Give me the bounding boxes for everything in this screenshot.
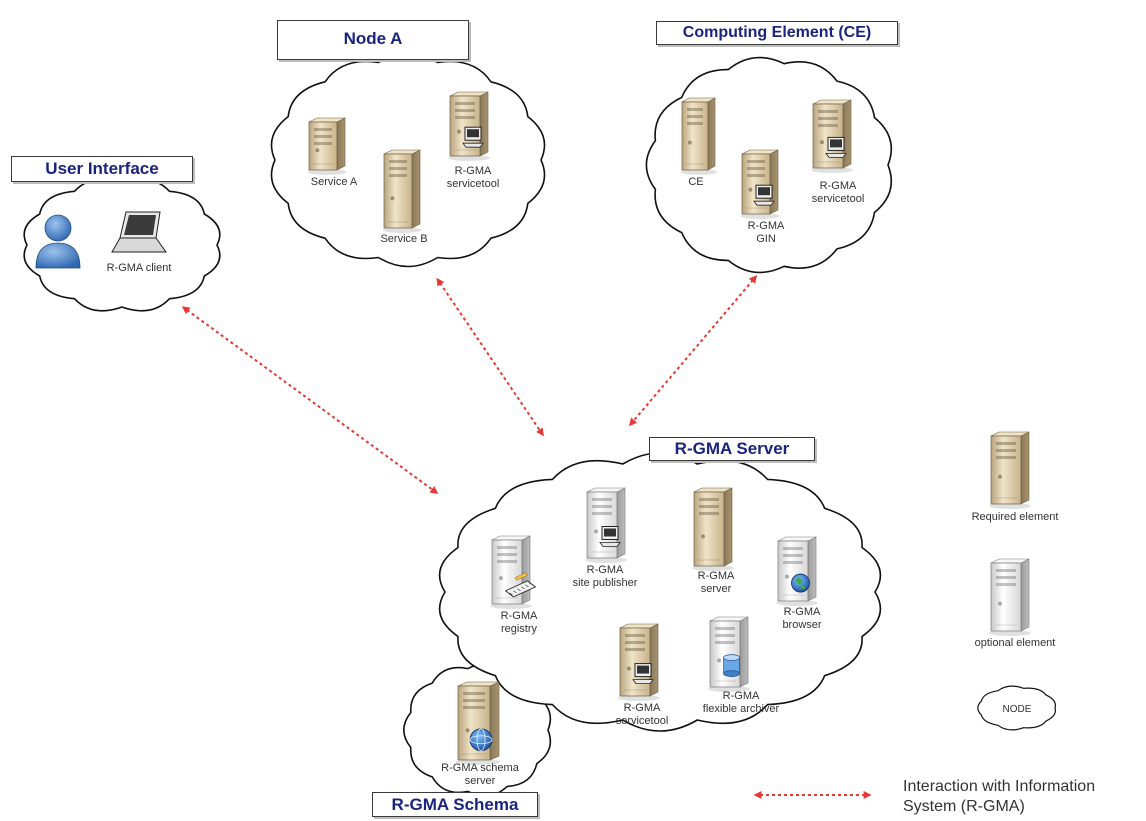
monitor-icon: [462, 126, 484, 148]
legend-optional-server-icon: [989, 558, 1031, 636]
arrows-layer: [181, 275, 872, 799]
caption-ce-servicetool: R-GMA servicetool: [811, 180, 865, 205]
caption-rgma-site-publisher: R-GMA site publisher: [572, 564, 638, 589]
monitor-icon: [753, 184, 775, 206]
arrow-ui-to-server: [181, 306, 439, 494]
caption-rgma-schema-server: R-GMA schema server: [441, 762, 519, 787]
monitor-icon: [599, 526, 621, 547]
caption-rgma-registry: R-GMA registry: [500, 610, 538, 635]
arrow-node-a-to-server: [436, 277, 544, 437]
monitor-icon: [632, 663, 654, 684]
caption-rgma-client: R-GMA client: [106, 262, 172, 274]
server-service-b: [382, 149, 422, 233]
legend-optional-label: optional element: [974, 637, 1056, 649]
caption-rgma-gin: R-GMA GIN: [747, 220, 785, 245]
legend-required-server-icon: [989, 431, 1031, 509]
legend-node-cloud: [977, 685, 1056, 731]
server-rgma-flexible-archiver: [708, 616, 750, 692]
caption-rgma-servicetool: R-GMA servicetool: [615, 702, 669, 727]
caption-rgma-flexible-archiver: R-GMA flexible archiver: [702, 690, 780, 715]
server-rgma-schema-server: [455, 681, 501, 765]
database-icon: [723, 654, 740, 677]
registry-badge-icon: [504, 572, 537, 598]
server-rgma-site-publisher: [585, 487, 627, 563]
caption-rgma-server: R-GMA server: [697, 570, 735, 595]
caption-service-a: Service A: [310, 176, 358, 188]
server-service-a: [307, 117, 347, 175]
server-rgma-servicetool: [618, 623, 660, 701]
caption-ce: CE: [688, 176, 704, 188]
schema-globe-icon: [469, 728, 493, 752]
server-rgma-browser: [776, 536, 818, 606]
user-icon: [35, 214, 81, 269]
globe-icon: [791, 573, 810, 593]
monitor-icon: [825, 136, 847, 158]
cloud-rgma-server: [438, 452, 882, 732]
server-ce-servicetool: [811, 99, 853, 173]
node-title-user-interface: User Interface: [11, 156, 193, 182]
node-title-rgma-server: R-GMA Server: [649, 437, 815, 461]
caption-node-a-servicetool: R-GMA servicetool: [446, 165, 500, 190]
legend-interaction-label: Interaction with Information System (R-G…: [903, 778, 1096, 815]
legend-required-label: Required element: [971, 511, 1059, 523]
server-rgma-gin: [740, 149, 780, 219]
servers-layer: [35, 91, 1031, 765]
server-rgma-server: [692, 487, 734, 571]
server-rgma-registry: [490, 535, 537, 609]
caption-service-b: Service B: [380, 233, 428, 245]
node-title-node-a: Node A: [277, 20, 469, 60]
server-node-a-servicetool: [448, 91, 490, 161]
caption-rgma-browser: R-GMA browser: [782, 606, 822, 631]
node-title-computing-element: Computing Element (CE): [656, 21, 898, 45]
server-ce: [680, 97, 718, 175]
laptop-icon: [111, 211, 167, 253]
legend-node-label: NODE: [1002, 704, 1032, 715]
arrow-ce-to-server: [628, 275, 758, 427]
node-title-rgma-schema: R-GMA Schema: [372, 792, 538, 817]
